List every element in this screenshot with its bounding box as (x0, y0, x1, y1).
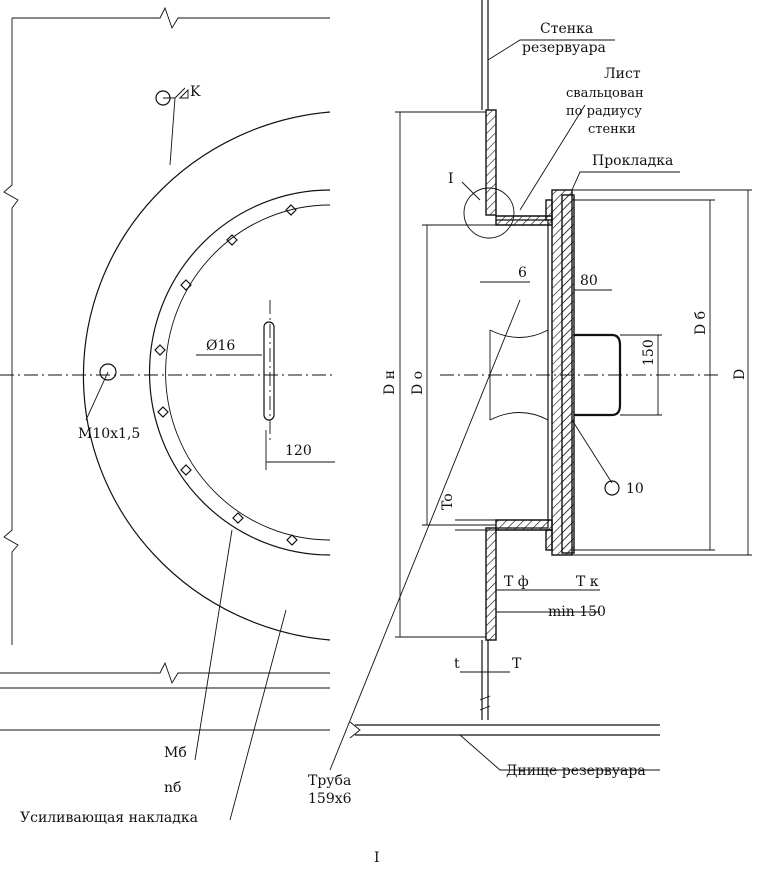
label-to: To (440, 493, 456, 510)
label-dim-6: 6 (518, 265, 527, 281)
label-t-small: t (454, 656, 460, 672)
label-gasket: Прокладка (592, 153, 673, 169)
cover-plate (561, 194, 575, 554)
label-d: D (732, 369, 748, 380)
label-thread: M10x1,5 (78, 426, 140, 442)
label-do: D о (410, 371, 426, 395)
reinforcing-plate-outline (82, 111, 331, 641)
label-wall-line1: Стенка (540, 21, 593, 37)
label-dim-16: Ø16 (206, 338, 235, 354)
label-pipe-2: 159x6 (308, 791, 352, 807)
label-tf: T ф (504, 574, 529, 590)
wall-plate-top (485, 109, 497, 216)
label-dn: D н (382, 370, 398, 395)
label-weld-k: K (190, 84, 201, 100)
labels: Стенка резервуара Лист свальцован по рад… (20, 21, 748, 866)
label-reinforcing: Усиливающая накладка (20, 810, 198, 826)
label-sheet-2: свальцован (566, 86, 644, 101)
label-bottom: Днище резервуара (506, 763, 646, 779)
detail-circle (463, 187, 515, 239)
caption: I (374, 850, 380, 866)
label-wall-line2: резервуара (522, 40, 606, 56)
label-sheet-4: стенки (588, 122, 636, 137)
label-db: D б (693, 311, 709, 335)
label-dim-80: 80 (580, 273, 598, 289)
label-weld-10: 10 (626, 481, 644, 497)
label-tk: T к (576, 574, 599, 590)
label-sheet-1: Лист (604, 66, 641, 82)
label-sheet-3: по радиусу (566, 104, 642, 119)
label-dim-150: 150 (641, 339, 657, 366)
label-detail-mark: I (448, 171, 454, 187)
label-pipe-1: Труба (308, 773, 351, 789)
bolt-holes (154, 204, 298, 546)
label-nb: nб (164, 780, 181, 796)
label-mb: Mб (164, 745, 187, 761)
section-view (329, 0, 752, 771)
label-dim-120: 120 (285, 443, 312, 459)
handle-slot (263, 321, 275, 421)
front-view (0, 6, 335, 821)
thread-hole (99, 363, 117, 381)
wall-plate-bottom (485, 527, 497, 641)
label-min150: min 150 (548, 604, 606, 620)
label-t-big: T (512, 656, 522, 672)
flange-inner-edge (165, 204, 331, 541)
flange-outer-edge (149, 189, 331, 556)
